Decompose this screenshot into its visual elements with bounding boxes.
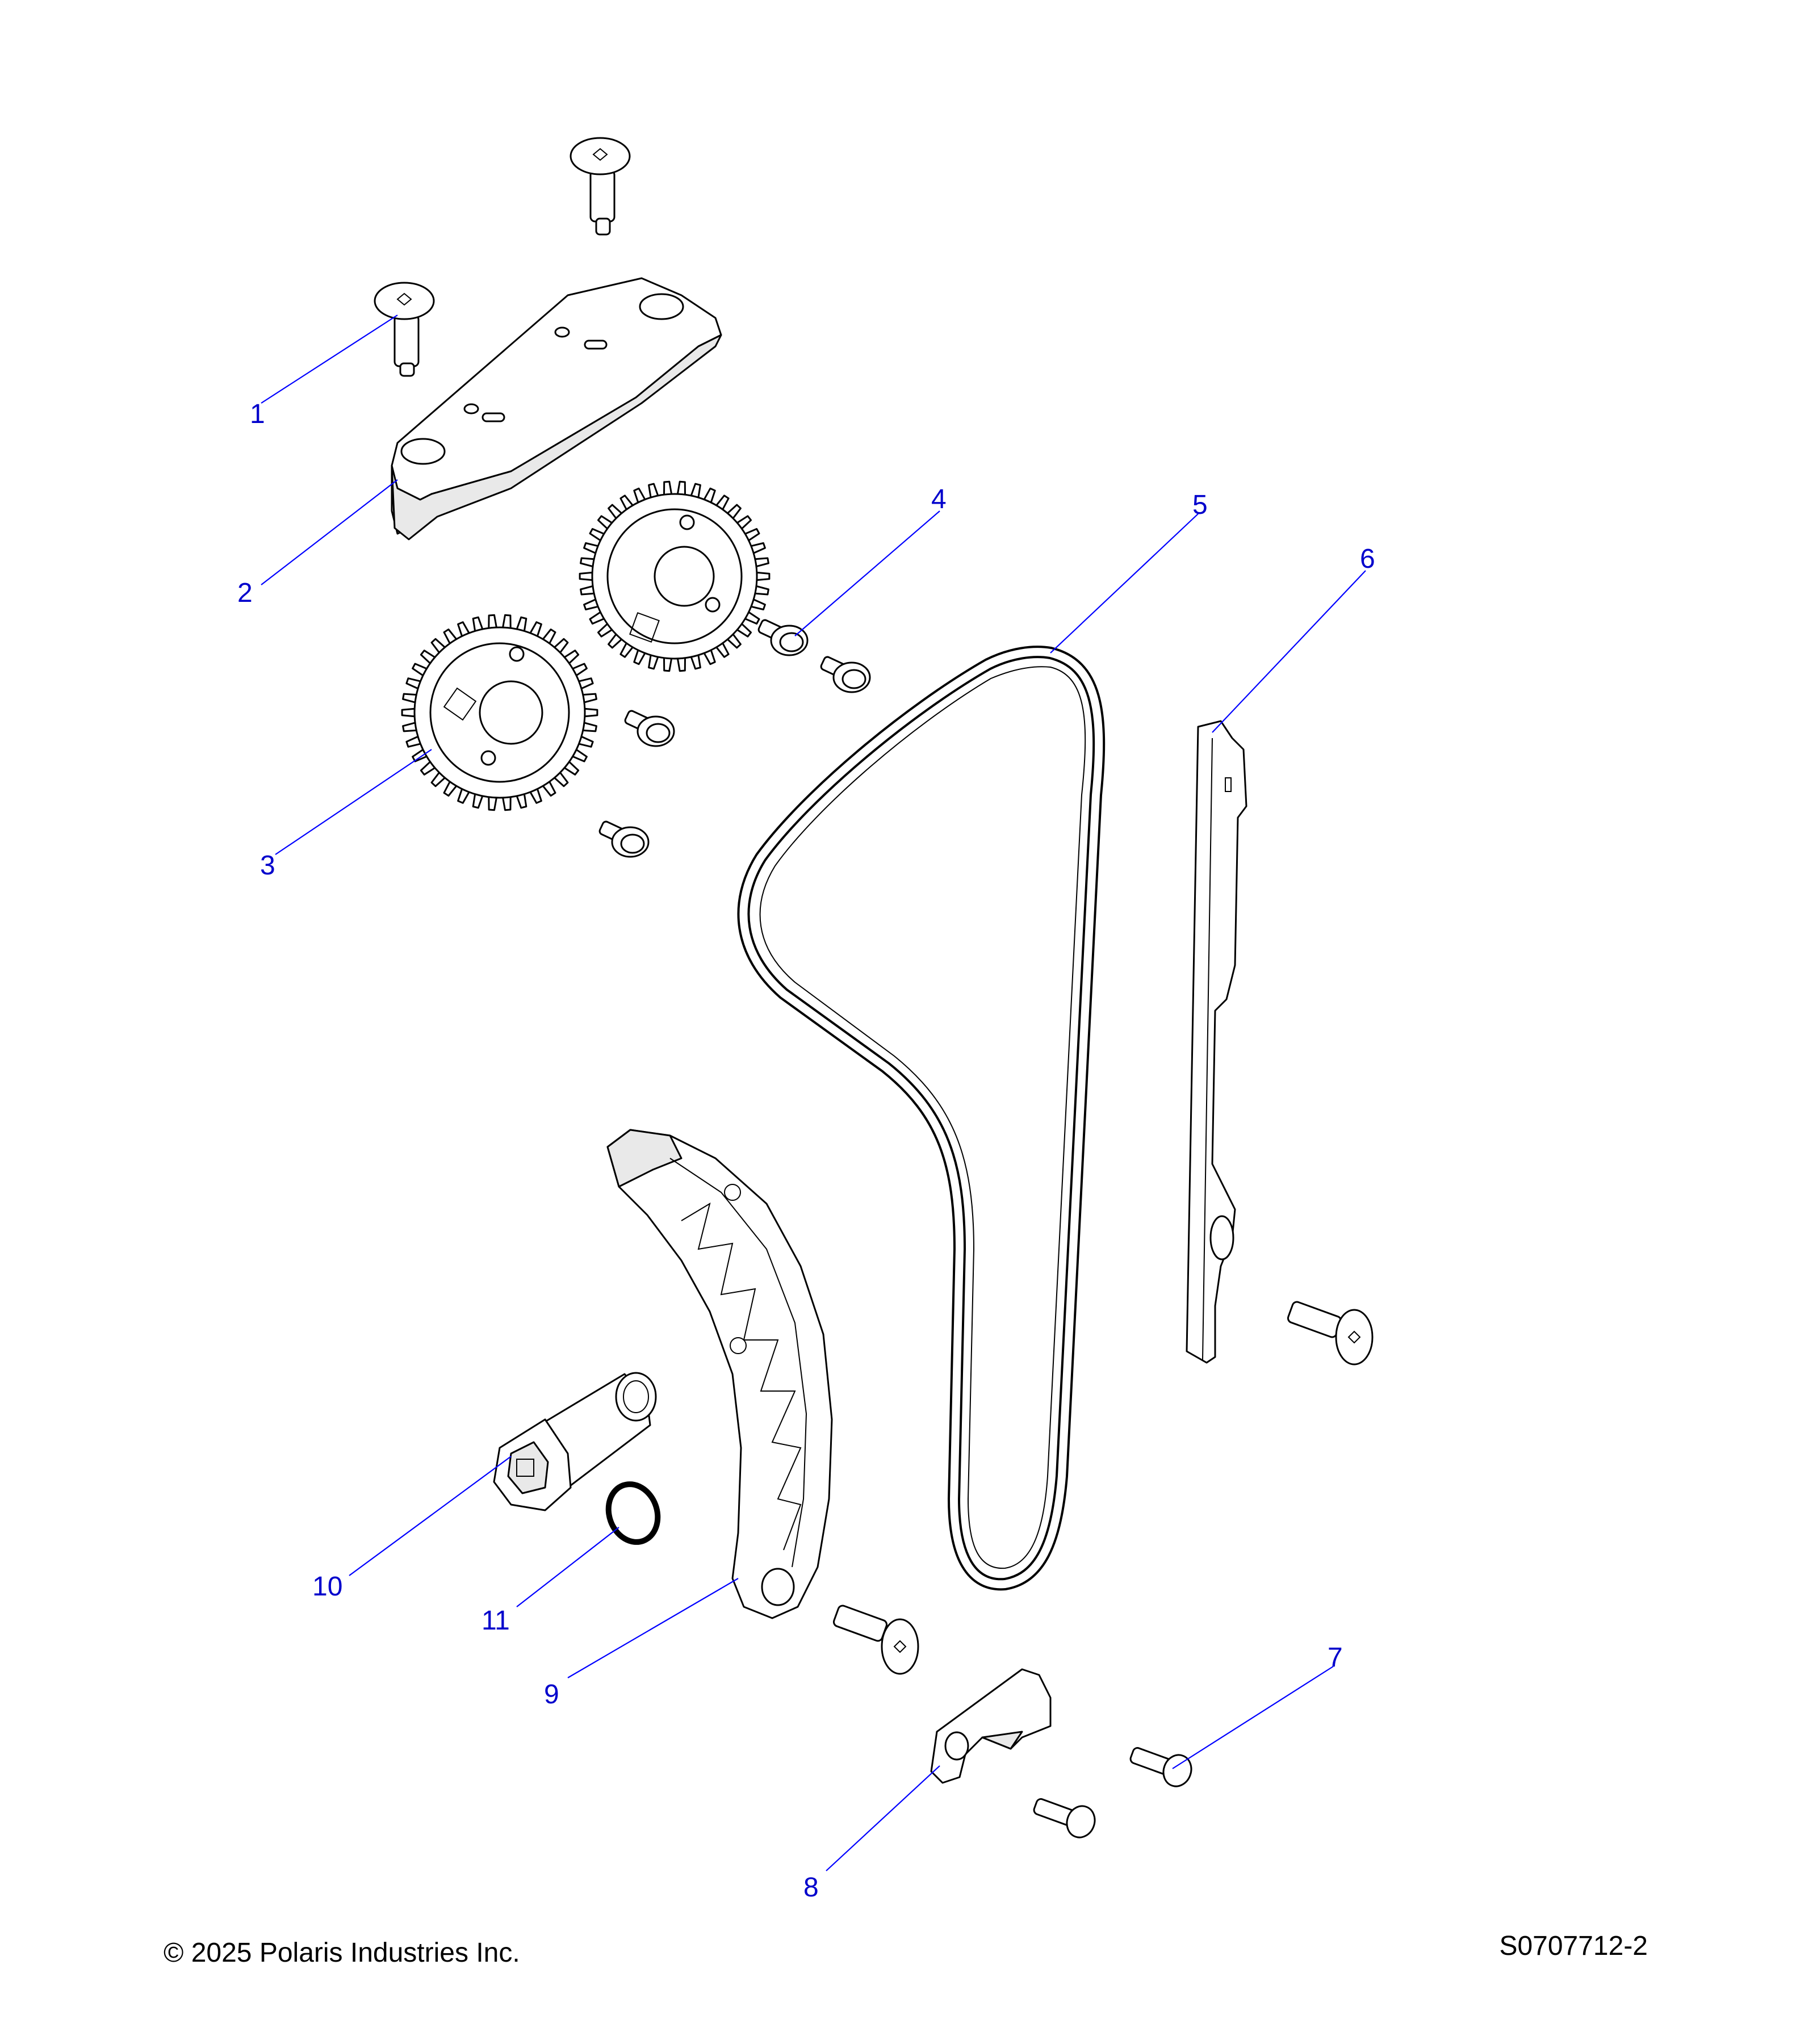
guide-screw-right — [1287, 1301, 1374, 1366]
callout-6: 6 — [1360, 544, 1375, 574]
callout-8: 8 — [803, 1873, 819, 1903]
lower-guide-shoe-8 — [930, 1668, 1052, 1784]
leader-lines — [261, 315, 1366, 1871]
chain-tensioner-blade-9 — [606, 1129, 833, 1619]
gear-tooth — [502, 614, 512, 629]
sprocket-a-teeth — [401, 614, 598, 811]
callout-labels: 1 2 3 4 5 6 7 8 9 10 11 — [237, 399, 1375, 1903]
callout-5: 5 — [1192, 490, 1208, 520]
gear-tooth — [579, 571, 593, 581]
chain-tensioner-10 — [493, 1372, 657, 1511]
gear-tooth — [663, 480, 673, 496]
guide-screw-1 — [374, 282, 435, 377]
callout-11: 11 — [482, 1606, 510, 1636]
gear-tooth — [676, 657, 686, 672]
gear-tooth — [584, 707, 598, 718]
o-ring-11 — [605, 1481, 661, 1545]
blade-pivot-screw — [832, 1605, 919, 1675]
gear-tooth — [502, 796, 512, 811]
gear-tooth — [580, 585, 595, 596]
callout-9: 9 — [544, 1679, 559, 1710]
callout-3: 3 — [260, 851, 275, 881]
gear-tooth — [402, 693, 417, 703]
gear-tooth — [754, 557, 769, 568]
gear-tooth — [676, 480, 686, 496]
callout-2: 2 — [237, 578, 253, 608]
cam-sprocket-3 — [401, 614, 598, 811]
callout-4: 4 — [931, 484, 947, 514]
gear-tooth — [401, 707, 416, 718]
drawing-number: S0707712-2 — [1499, 1931, 1648, 1961]
guide-screw-top — [570, 137, 631, 236]
upper-chain-guide-bracket — [391, 277, 722, 541]
gear-tooth — [663, 657, 673, 672]
gear-tooth — [582, 693, 597, 703]
gear-tooth — [580, 557, 595, 568]
callout-10: 10 — [312, 1572, 342, 1602]
gear-tooth — [756, 571, 771, 581]
gear-tooth — [582, 722, 597, 732]
flange-bolts-7 — [1033, 1747, 1192, 1838]
flange-bolts-4 — [598, 619, 871, 858]
callout-7: 7 — [1328, 1643, 1343, 1673]
callout-1: 1 — [250, 399, 265, 429]
gear-tooth — [754, 585, 769, 596]
gear-tooth — [402, 722, 417, 732]
cam-sprocket-upper — [579, 480, 771, 672]
copyright-notice: © 2025 Polaris Industries Inc. — [164, 1938, 520, 1968]
gear-tooth — [488, 796, 497, 811]
fixed-chain-guide-6 — [1186, 720, 1247, 1364]
gear-tooth — [488, 614, 497, 629]
cam-chain-5 — [737, 646, 1106, 1591]
